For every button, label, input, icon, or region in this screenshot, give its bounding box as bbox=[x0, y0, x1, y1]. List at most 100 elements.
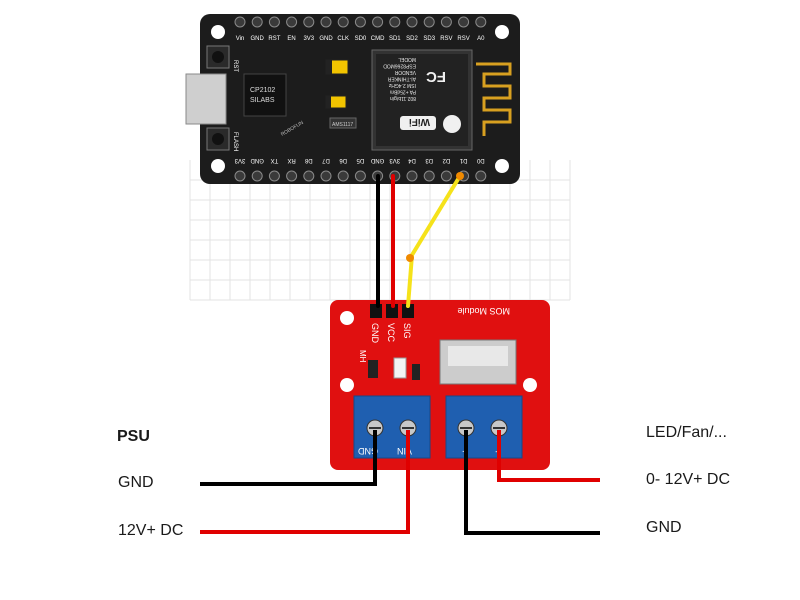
module-text: AI-THINKER bbox=[387, 76, 416, 82]
pin-label: TX bbox=[271, 157, 279, 163]
header-pin bbox=[423, 170, 435, 182]
smd-led bbox=[393, 357, 407, 379]
pin-label: RX bbox=[287, 157, 295, 163]
header-pin bbox=[337, 170, 349, 182]
pin-label: D8 bbox=[304, 157, 312, 163]
terminal-label-gnd: GND bbox=[358, 446, 379, 456]
antenna-trace bbox=[476, 62, 512, 136]
pin-label: SD1 bbox=[389, 36, 401, 42]
pin-label: RSV bbox=[457, 36, 469, 42]
pin-label: RST bbox=[268, 36, 280, 42]
smd-resistor bbox=[412, 364, 420, 380]
psu-title: PSU bbox=[117, 428, 150, 445]
pin-label-sig: SIG bbox=[402, 323, 412, 339]
header-pin bbox=[286, 16, 298, 28]
header-pin bbox=[475, 16, 487, 28]
pin-label: D3 bbox=[425, 157, 433, 163]
header-pin bbox=[303, 170, 315, 182]
header-pin bbox=[234, 16, 246, 28]
mos-module-title: MOS Module bbox=[457, 306, 510, 316]
header-pin bbox=[423, 16, 435, 28]
pin-label-vcc: VCC bbox=[386, 323, 396, 343]
pin-label: 3V3 bbox=[234, 157, 245, 163]
pin-label: GND bbox=[319, 36, 333, 42]
chip-label-2: SILABS bbox=[250, 97, 275, 104]
pin-label: SD3 bbox=[423, 36, 435, 42]
load-gnd-label: GND bbox=[646, 519, 682, 536]
header-pin bbox=[406, 16, 418, 28]
header-pin bbox=[251, 16, 263, 28]
module-text: MODEL bbox=[398, 56, 416, 62]
header-pin-vcc bbox=[386, 304, 398, 318]
psu-gnd-label: GND bbox=[118, 474, 154, 491]
pin-label: D4 bbox=[408, 157, 416, 163]
header-pin bbox=[337, 16, 349, 28]
espressif-logo bbox=[443, 115, 461, 133]
module-text: ISM 2.4GHz bbox=[388, 82, 416, 88]
wire-load-vplus bbox=[497, 430, 600, 482]
header-pin bbox=[320, 170, 332, 182]
pin-label: GND bbox=[370, 157, 384, 163]
header-pin bbox=[440, 170, 452, 182]
header-pin bbox=[406, 170, 418, 182]
regulator-label: AMS1117 bbox=[332, 122, 353, 128]
flash-label: FLASH bbox=[232, 132, 238, 151]
terminal-label-vin: VIN bbox=[397, 446, 412, 456]
module-text: VENDOR bbox=[394, 69, 416, 75]
load-vplus-label: 0- 12V+ DC bbox=[646, 471, 731, 488]
header-pin bbox=[251, 170, 263, 182]
pin-label: GND bbox=[251, 36, 265, 42]
header-pin bbox=[286, 170, 298, 182]
signal-wires bbox=[376, 172, 464, 308]
pin-label: A0 bbox=[477, 36, 485, 42]
mos-module-board: MH MOS Module GND VCC SIG GND bbox=[330, 300, 550, 470]
rst-label: RST bbox=[232, 60, 238, 72]
terminal-block-input bbox=[353, 395, 431, 459]
header-pin bbox=[303, 16, 315, 28]
header-pin bbox=[475, 170, 487, 182]
pin-label-gnd: GND bbox=[370, 323, 380, 344]
module-text: ESP8266MOD bbox=[383, 63, 416, 69]
header-pin bbox=[268, 170, 280, 182]
header-pin bbox=[458, 16, 470, 28]
esp8266-nodemcu-board: RST FLASH CP2102 SILABS ROBOFUN AMS1117 … bbox=[185, 14, 520, 184]
pin-label: D1 bbox=[459, 157, 467, 163]
header-pin bbox=[354, 170, 366, 182]
pin-label: D6 bbox=[339, 157, 347, 163]
wire-psu-gnd bbox=[200, 430, 377, 486]
mh-label: MH bbox=[358, 350, 367, 363]
wifi-label: WiFi bbox=[409, 116, 430, 127]
pin-label: SD0 bbox=[355, 36, 367, 42]
wire-psu-vplus bbox=[200, 430, 410, 534]
pin-label: GND bbox=[250, 157, 264, 163]
regulator bbox=[329, 117, 357, 129]
header-pin-gnd bbox=[370, 304, 382, 318]
pin-label: RSV bbox=[440, 36, 452, 42]
pin-label: Vin bbox=[236, 36, 245, 42]
load-title: LED/Fan/... bbox=[646, 424, 727, 441]
psu-vplus-label: 12V+ DC bbox=[118, 522, 184, 539]
fcc-logo: FC bbox=[426, 68, 446, 85]
header-pin bbox=[372, 16, 384, 28]
usb-chip bbox=[243, 73, 287, 117]
pin-label: 3V3 bbox=[389, 157, 400, 163]
wire-load-gnd bbox=[464, 430, 600, 535]
header-pin bbox=[320, 16, 332, 28]
terminal-block-output bbox=[445, 395, 523, 459]
module-text: PA +25dBm bbox=[390, 89, 416, 95]
pin-label: EN bbox=[287, 36, 295, 42]
module-text: 802.11b/g/n bbox=[390, 95, 416, 101]
header-pin bbox=[354, 16, 366, 28]
pin-label: CMD bbox=[371, 36, 385, 42]
header-pin bbox=[268, 16, 280, 28]
header-pin bbox=[440, 16, 452, 28]
pin-label: D0 bbox=[476, 157, 484, 163]
pin-label: D7 bbox=[322, 157, 330, 163]
power-wires bbox=[200, 430, 600, 535]
wire-sig-yellow bbox=[406, 174, 462, 308]
smd-resistor bbox=[368, 360, 378, 378]
pin-label: D5 bbox=[356, 157, 364, 163]
usb-connector bbox=[185, 73, 227, 125]
